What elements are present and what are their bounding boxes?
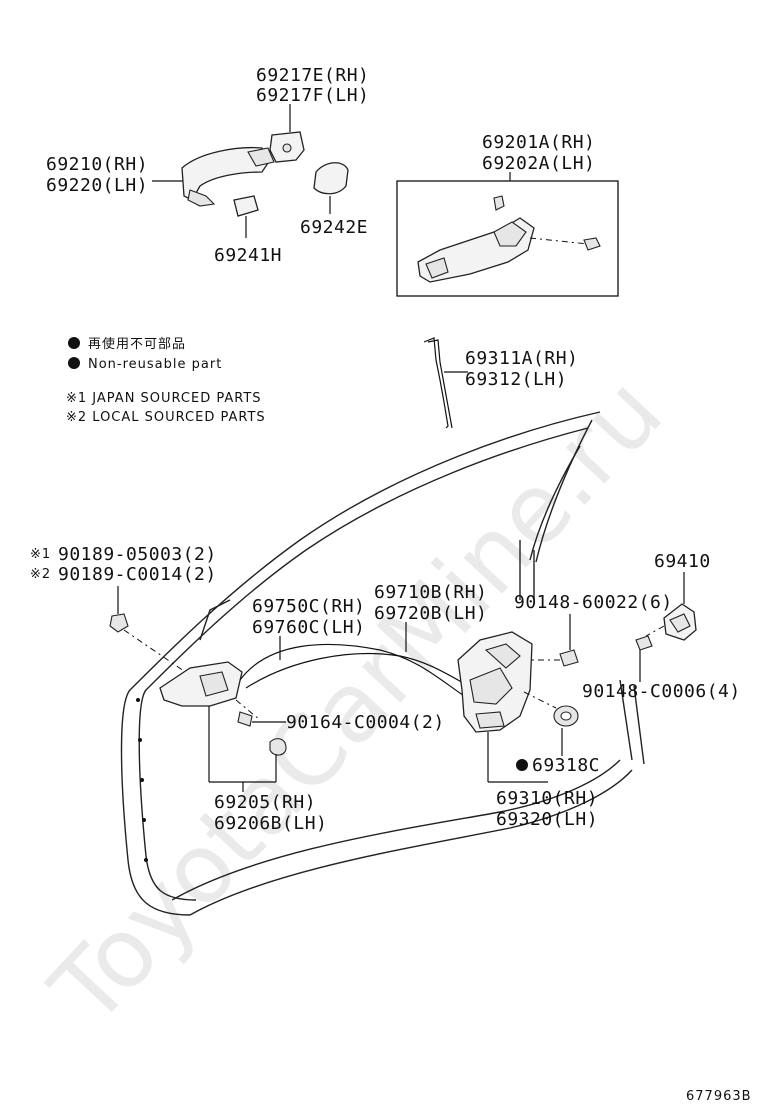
inside-handle-group: 90164-C0004(2) 69205(RH) 69206B(LH) [159, 661, 445, 834]
label-69320[interactable]: 69320(LH) [496, 809, 598, 830]
door-lock-group: 90148-60022(6) 69318C 69310(RH) 69320(LH… [457, 592, 673, 830]
legend-note-japan: ※1 JAPAN SOURCED PARTS [66, 391, 262, 406]
mark-local: ※2 [30, 567, 51, 582]
legend-note-local: ※2 LOCAL SOURCED PARTS [66, 410, 266, 425]
label-69750c[interactable]: 69750C(RH) [252, 596, 365, 617]
nonreusable-dot-icon [68, 337, 80, 349]
label-90164-c0004[interactable]: 90164-C0004(2) [286, 712, 445, 733]
label-90189-c0014[interactable]: 90189-C0014(2) [58, 564, 217, 585]
handle-pad-part [313, 162, 349, 195]
clip-part [109, 613, 129, 633]
lock-rod-part [423, 337, 449, 429]
label-69241h[interactable]: 69241H [214, 245, 282, 266]
legend-nonreusable-jp: 再使用不可部品 [88, 336, 186, 352]
diagram-id: 677963B [686, 1089, 752, 1104]
label-69311a[interactable]: 69311A(RH) [465, 348, 578, 369]
label-69220[interactable]: 69220(LH) [46, 175, 148, 196]
label-69202a[interactable]: 69202A(LH) [482, 153, 595, 174]
frame-screw [583, 237, 601, 251]
label-69318c[interactable]: 69318C [532, 755, 600, 776]
label-90148-60022[interactable]: 90148-60022(6) [514, 592, 673, 613]
label-69760c[interactable]: 69760C(LH) [252, 617, 365, 638]
legend: 再使用不可部品 Non-reusable part ※1 JAPAN SOURC… [66, 336, 266, 425]
inside-handle-screw [237, 711, 253, 727]
handle-frame-group: 69201A(RH) 69202A(LH) [396, 132, 619, 297]
label-69201a[interactable]: 69201A(RH) [482, 132, 595, 153]
mark-japan: ※1 [30, 547, 51, 562]
label-69310[interactable]: 69310(RH) [496, 788, 598, 809]
handle-frame-box [396, 180, 619, 297]
clip-group: ※1 90189-05003(2) ※2 90189-C0014(2) [30, 544, 217, 683]
label-69410[interactable]: 69410 [654, 551, 711, 572]
nonreusable-dot-icon [516, 759, 528, 771]
cable-69750c [239, 643, 471, 701]
door-outline [120, 411, 645, 916]
label-69312[interactable]: 69312(LH) [465, 369, 567, 390]
label-69710b[interactable]: 69710B(RH) [374, 582, 487, 603]
label-69720b[interactable]: 69720B(LH) [374, 603, 487, 624]
handle-cover-part [233, 195, 259, 217]
label-69206b[interactable]: 69206B(LH) [214, 813, 327, 834]
label-69205[interactable]: 69205(RH) [214, 792, 316, 813]
outside-door-handle-part [181, 146, 271, 201]
outside-handle-group: 69217E(RH) 69217F(LH) 69210(RH) 69220(LH… [46, 65, 369, 266]
label-69217f[interactable]: 69217F(LH) [256, 85, 369, 106]
nonreusable-dot-icon [68, 357, 80, 369]
lock-screw [559, 649, 579, 667]
striker-group: 69410 90148-C0006(4) [582, 551, 741, 702]
handle-plug [269, 738, 287, 756]
legend-nonreusable-en: Non-reusable part [88, 357, 222, 372]
lock-rod-group: 69311A(RH) 69312(LH) [423, 337, 578, 429]
label-69210[interactable]: 69210(RH) [46, 154, 148, 175]
cable-69710b [245, 653, 477, 691]
label-69242e[interactable]: 69242E [300, 217, 368, 238]
label-69217e[interactable]: 69217E(RH) [256, 65, 369, 86]
inside-handle-part [159, 661, 243, 707]
label-90189-05003[interactable]: 90189-05003(2) [58, 544, 217, 565]
cable-group: 69750C(RH) 69760C(LH) 69710B(RH) 69720B(… [239, 582, 487, 701]
striker-screw [635, 635, 653, 651]
label-90148-c0006[interactable]: 90148-C0006(4) [582, 681, 741, 702]
